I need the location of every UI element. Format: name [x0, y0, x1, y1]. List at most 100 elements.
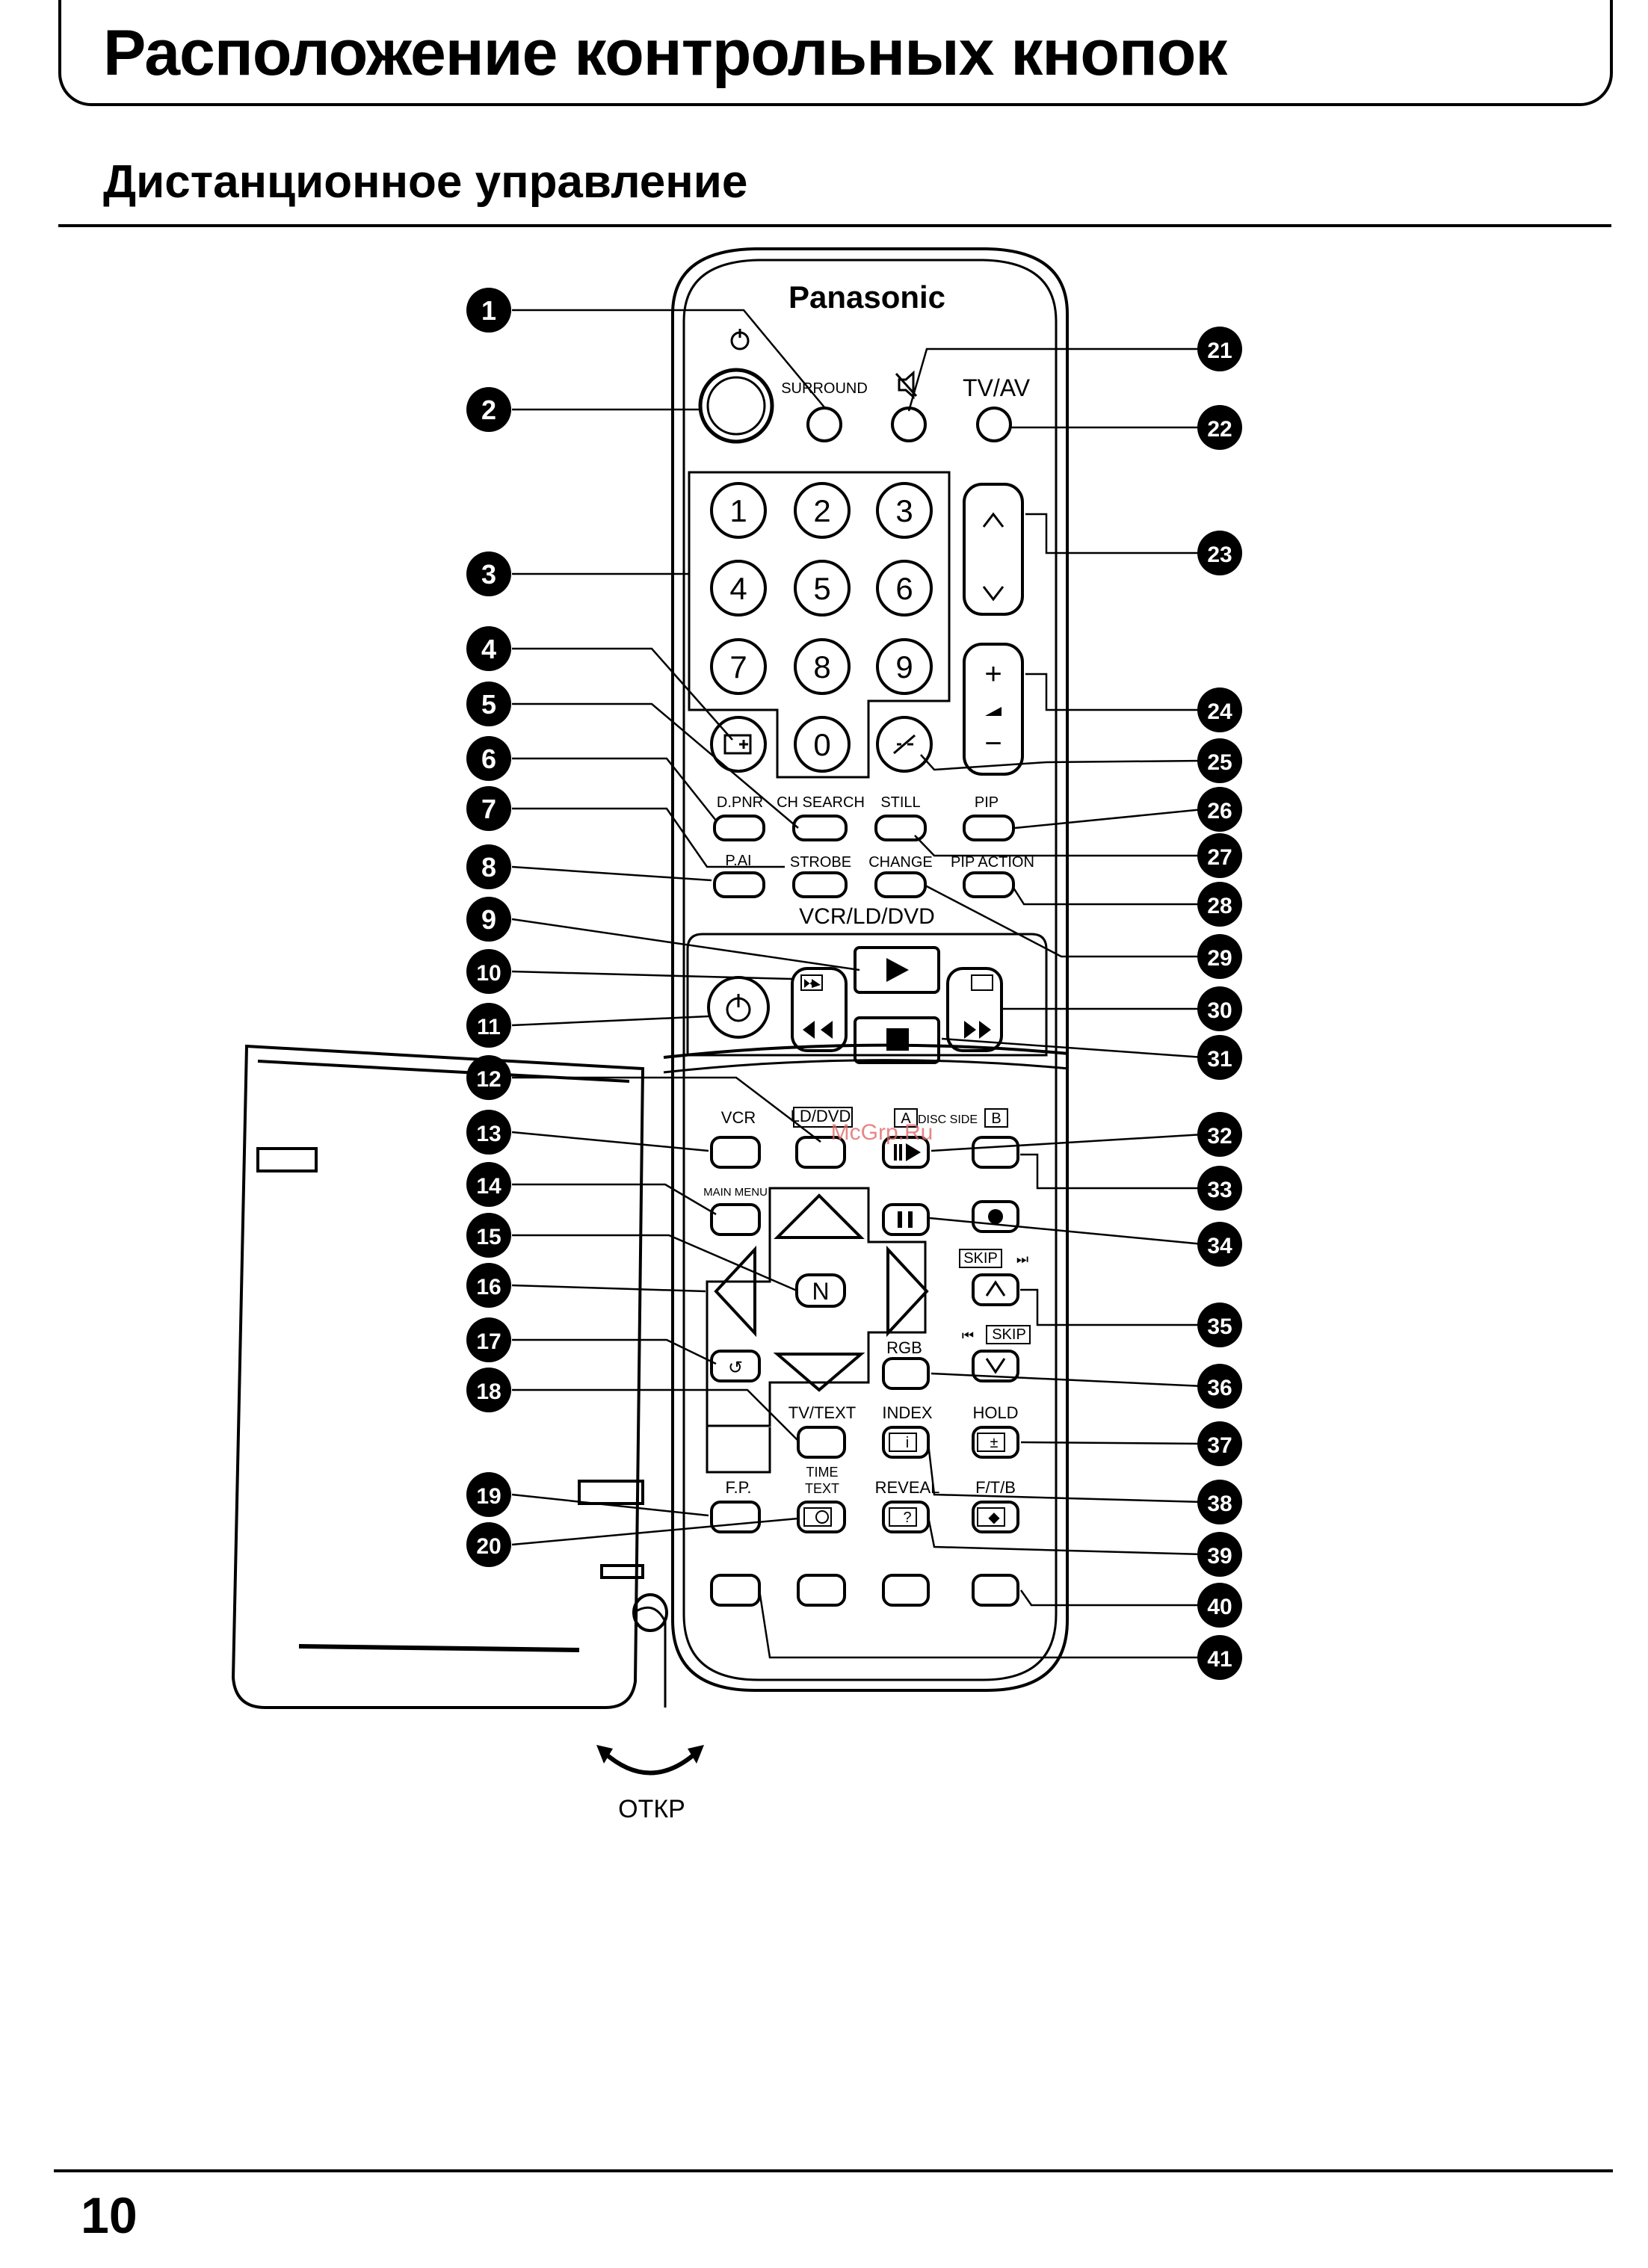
fastext-red-button[interactable] — [710, 1574, 761, 1607]
tvav-button[interactable] — [976, 407, 1012, 442]
fastext-blue-button[interactable] — [972, 1574, 1019, 1607]
lddvd-frame — [793, 1107, 853, 1128]
up-arrow-button[interactable] — [774, 1193, 865, 1239]
pip-button[interactable] — [963, 815, 1015, 841]
open-label: ОТКР — [618, 1795, 685, 1823]
remote-body — [632, 247, 1070, 1708]
record-select-button[interactable] — [972, 1136, 1019, 1169]
change-label: CHANGE — [868, 854, 933, 871]
rgb-button[interactable] — [882, 1357, 930, 1390]
index-icon-glyph: i — [906, 1435, 909, 1451]
change-button[interactable] — [874, 871, 927, 898]
vcr-label: VCR — [721, 1108, 756, 1127]
fp-label: F.P. — [725, 1478, 751, 1497]
surround-button[interactable] — [806, 407, 842, 442]
svg-text:9: 9 — [481, 904, 496, 935]
tvtext-button[interactable] — [797, 1426, 846, 1459]
power-button[interactable] — [698, 368, 774, 444]
right-arrow-button[interactable] — [886, 1245, 929, 1338]
svg-text:21: 21 — [1207, 339, 1232, 363]
svg-text:19: 19 — [476, 1484, 501, 1509]
svg-text:12: 12 — [476, 1067, 501, 1092]
recall-button[interactable] — [710, 1350, 761, 1382]
timetext-button[interactable] — [797, 1501, 846, 1533]
digit-button-3[interactable] — [876, 482, 933, 539]
svg-text:22: 22 — [1207, 417, 1232, 442]
fastext-yellow-button[interactable] — [882, 1574, 930, 1607]
callout-10: 10 — [466, 949, 511, 994]
svg-text:14: 14 — [476, 1174, 502, 1199]
display-button[interactable] — [710, 716, 767, 773]
main-menu-label: MAIN MENU — [703, 1186, 768, 1199]
skip-up-frame — [959, 1249, 1002, 1268]
page-number: 10 — [81, 2187, 138, 2244]
chsearch-button[interactable] — [792, 815, 848, 841]
svg-text:11: 11 — [477, 1015, 501, 1039]
svg-text:20: 20 — [476, 1534, 501, 1559]
volume-rocker[interactable] — [963, 643, 1024, 776]
pause-button[interactable] — [882, 1203, 930, 1236]
digit-button-2[interactable] — [794, 482, 851, 539]
remote-lid — [231, 1044, 645, 1709]
digit-button-0[interactable] — [794, 716, 851, 773]
svg-text:25: 25 — [1207, 750, 1232, 775]
digit-button-1[interactable] — [710, 482, 767, 539]
main-menu-button[interactable] — [710, 1203, 761, 1236]
svg-text:2: 2 — [481, 395, 496, 425]
title-frame — [58, 0, 1613, 106]
vcr-button[interactable] — [710, 1136, 761, 1169]
digit-button-8[interactable] — [794, 638, 851, 695]
svg-text:15: 15 — [476, 1225, 501, 1249]
pai-label: P.AI — [725, 853, 751, 869]
stop-button[interactable] — [854, 1016, 940, 1064]
mute-button[interactable] — [891, 407, 927, 442]
callout-41: 41 — [1197, 1635, 1242, 1680]
callout-14: 14 — [466, 1162, 511, 1207]
lddvd-button[interactable] — [795, 1136, 846, 1169]
fast-forward-button[interactable] — [946, 967, 1003, 1052]
down-arrow-button[interactable] — [773, 1353, 865, 1392]
hold-button[interactable] — [972, 1426, 1019, 1459]
svg-text:13: 13 — [476, 1122, 501, 1146]
skip-up-button[interactable] — [972, 1273, 1019, 1306]
digit-button-5[interactable] — [794, 560, 851, 617]
record-button[interactable] — [972, 1200, 1019, 1233]
fastext-green-button[interactable] — [797, 1574, 846, 1607]
callout-8: 8 — [466, 844, 511, 889]
n-label: N — [812, 1278, 829, 1305]
index-label: INDEX — [882, 1403, 933, 1422]
digit-button-9[interactable] — [876, 638, 933, 695]
disc-side-a-label: A — [901, 1110, 911, 1127]
dpnr-button[interactable] — [713, 815, 765, 841]
channel-rocker[interactable] — [963, 483, 1024, 616]
digit-button-4[interactable] — [710, 560, 767, 617]
reveal-icon — [889, 1507, 917, 1527]
index-button[interactable] — [882, 1426, 930, 1459]
skip-up-icon — [985, 1280, 1006, 1297]
rewind-button[interactable] — [791, 967, 848, 1052]
fp-button[interactable] — [710, 1501, 761, 1533]
skip-down-button[interactable] — [972, 1350, 1019, 1382]
digit-label-8: 8 — [813, 649, 830, 685]
dash-button[interactable] — [876, 716, 933, 773]
callout-37: 37 — [1197, 1421, 1242, 1466]
callout-25: 25 — [1197, 738, 1242, 783]
disc-side-b-frame — [984, 1108, 1008, 1128]
disc-side-button[interactable] — [882, 1136, 930, 1169]
svg-text:10: 10 — [476, 961, 501, 986]
skip-down-frame — [986, 1325, 1031, 1344]
strobe-button[interactable] — [792, 871, 848, 898]
pipaction-button[interactable] — [963, 871, 1015, 898]
digit-button-6[interactable] — [876, 560, 933, 617]
pai-button[interactable] — [713, 871, 765, 898]
surround-label: SURROUND — [781, 380, 868, 397]
callout-40: 40 — [1197, 1583, 1242, 1628]
still-button[interactable] — [874, 815, 927, 841]
callout-16: 16 — [466, 1263, 511, 1308]
left-arrow-button[interactable] — [714, 1245, 756, 1338]
callout-36: 36 — [1197, 1364, 1242, 1409]
ftb-button[interactable] — [972, 1501, 1019, 1533]
callout-35: 35 — [1197, 1303, 1242, 1347]
digit-button-7[interactable] — [710, 638, 767, 695]
